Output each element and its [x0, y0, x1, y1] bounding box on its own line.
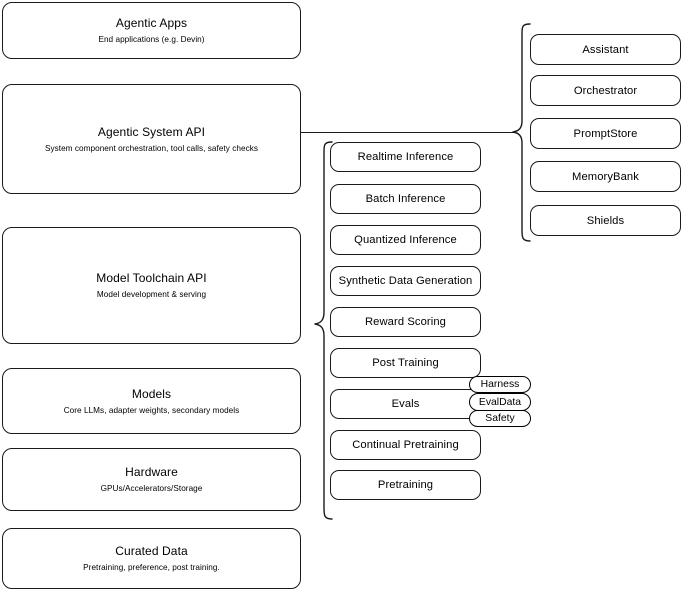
- toolchain-box-reward-scoring[interactable]: Reward Scoring: [330, 307, 481, 337]
- system-component-label: Assistant: [582, 43, 629, 56]
- toolchain-box-label: Batch Inference: [365, 193, 446, 205]
- system-component-box-assistant[interactable]: Assistant: [530, 34, 681, 65]
- stack-box-agentic-apps[interactable]: Agentic Apps End applications (e.g. Devi…: [2, 2, 301, 59]
- stack-box-subtitle: System component orchestration, tool cal…: [44, 143, 259, 153]
- toolchain-box-label: Realtime Inference: [357, 151, 454, 163]
- stack-box-subtitle: Core LLMs, adapter weights, secondary mo…: [63, 405, 240, 415]
- toolchain-box-pretraining[interactable]: Pretraining: [330, 470, 481, 500]
- stack-box-title: Hardware: [125, 465, 178, 479]
- stack-box-title: Agentic System API: [97, 124, 206, 139]
- toolchain-box-label: Pretraining: [377, 479, 434, 491]
- stack-box-curated-data[interactable]: Curated Data Pretraining, preference, po…: [2, 528, 301, 589]
- connector-line-system-api: [301, 131, 514, 133]
- system-component-label: Shields: [586, 214, 625, 227]
- system-component-box-promptstore[interactable]: PromptStore: [530, 118, 681, 149]
- toolchain-box-label: Quantized Inference: [354, 234, 457, 246]
- stack-box-subtitle: Model development & serving: [96, 290, 207, 299]
- system-component-box-shields[interactable]: Shields: [530, 205, 681, 236]
- toolchain-box-label: Reward Scoring: [365, 316, 446, 328]
- toolchain-box-label: Continual Pretraining: [352, 439, 459, 451]
- eval-badge-harness[interactable]: Harness: [469, 376, 531, 393]
- stack-box-models[interactable]: Models Core LLMs, adapter weights, secon…: [2, 368, 301, 434]
- eval-badge-label: Safety: [485, 413, 515, 424]
- stack-box-title: Models: [131, 386, 172, 401]
- toolchain-box-evals[interactable]: Evals: [330, 389, 481, 419]
- eval-badge-label: EvalData: [478, 396, 522, 408]
- stack-box-title: Agentic Apps: [115, 16, 188, 30]
- toolchain-box-label: Post Training: [372, 357, 439, 369]
- eval-badge-label: Harness: [480, 379, 520, 390]
- toolchain-box-synthetic-data-generation[interactable]: Synthetic Data Generation: [330, 266, 481, 296]
- eval-badge-safety[interactable]: Safety: [469, 410, 531, 427]
- eval-badge-evaldata[interactable]: EvalData: [469, 393, 531, 411]
- brace-toolchain: [314, 141, 333, 520]
- system-component-label: Orchestrator: [573, 84, 638, 97]
- stack-box-hardware[interactable]: Hardware GPUs/Accelerators/Storage: [2, 448, 301, 511]
- system-component-box-orchestrator[interactable]: Orchestrator: [530, 75, 681, 106]
- system-component-label: MemoryBank: [572, 170, 639, 183]
- toolchain-box-quantized-inference[interactable]: Quantized Inference: [330, 225, 481, 255]
- stack-box-title: Curated Data: [115, 544, 188, 558]
- toolchain-box-realtime-inference[interactable]: Realtime Inference: [330, 142, 481, 172]
- system-component-label: PromptStore: [573, 127, 638, 140]
- toolchain-box-label: Evals: [391, 398, 420, 410]
- stack-box-title: Model Toolchain API: [96, 271, 207, 285]
- stack-box-subtitle: End applications (e.g. Devin): [98, 35, 205, 44]
- stack-box-subtitle: Pretraining, preference, post training.: [83, 563, 220, 572]
- stack-box-agentic-system-api[interactable]: Agentic System API System component orch…: [2, 84, 301, 194]
- brace-system-components: [512, 23, 531, 242]
- toolchain-box-post-training[interactable]: Post Training: [330, 348, 481, 378]
- stack-box-model-toolchain-api[interactable]: Model Toolchain API Model development & …: [2, 227, 301, 344]
- toolchain-box-label: Synthetic Data Generation: [338, 275, 473, 287]
- system-component-box-memorybank[interactable]: MemoryBank: [530, 161, 681, 192]
- toolchain-box-continual-pretraining[interactable]: Continual Pretraining: [330, 430, 481, 460]
- toolchain-box-batch-inference[interactable]: Batch Inference: [330, 184, 481, 214]
- stack-box-subtitle: GPUs/Accelerators/Storage: [100, 484, 203, 493]
